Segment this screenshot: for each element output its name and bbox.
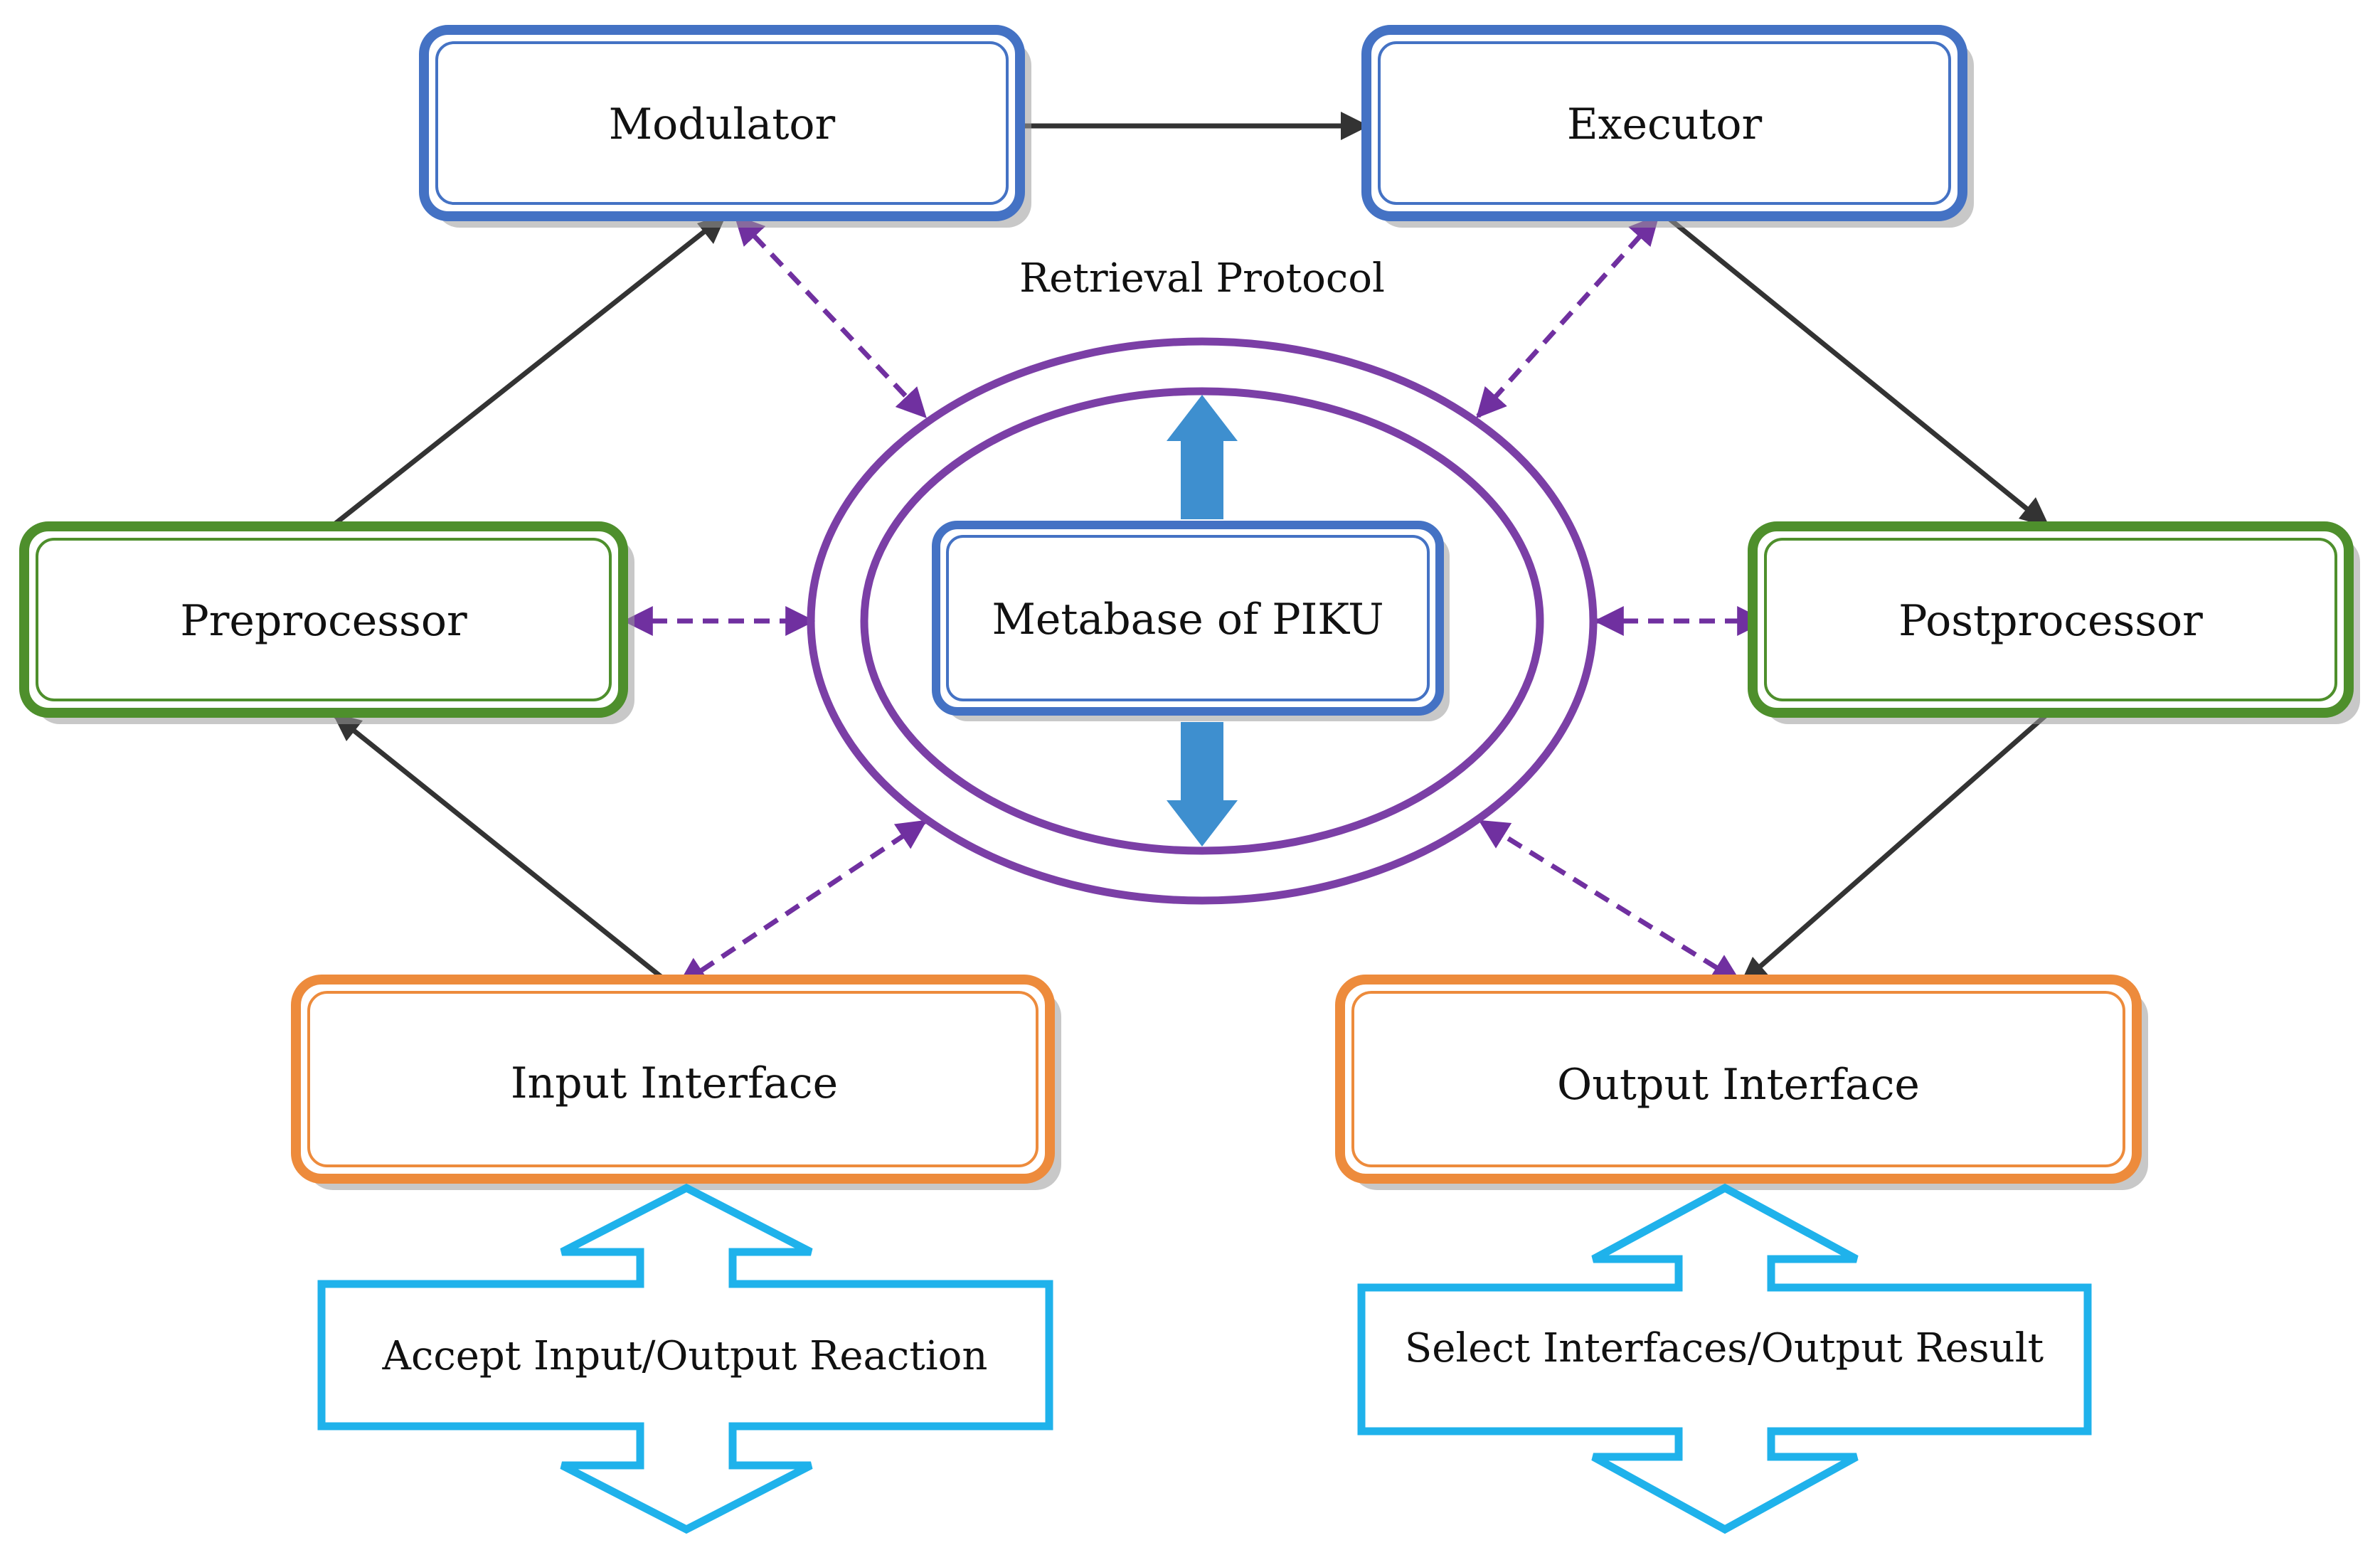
output-interface-label: Output Interface (1557, 1060, 1920, 1110)
arrow-executor-to-postprocessor (1662, 213, 2051, 529)
thick-arrow-down (1167, 722, 1238, 847)
postprocessor-label: Postprocessor (1898, 596, 2203, 646)
input-io-arrow: Accept Input/Output Reaction (317, 1183, 1053, 1534)
output-io-arrow: Select Interfaces/Output Result (1357, 1183, 2092, 1534)
modulator-box: Modulator (419, 25, 1031, 228)
input-interface-label: Input Interface (511, 1058, 838, 1108)
input-interface-box: Input Interface (291, 975, 1061, 1190)
thick-arrow-up (1167, 395, 1238, 519)
executor-box: Executor (1361, 25, 1974, 228)
metabase-rings (807, 337, 1598, 905)
arrow-input-to-preprocessor (332, 713, 676, 989)
dashed-modulator-metabase (734, 214, 927, 419)
input-io-arrow-label: Accept Input/Output Reaction (382, 1333, 988, 1379)
solid-flow-arrows (325, 123, 2054, 989)
dashed-input-metabase (676, 819, 928, 987)
executor-label: Executor (1567, 100, 1763, 149)
metabase-thick-arrows (1167, 395, 1238, 847)
modulator-label: Modulator (609, 100, 836, 149)
metabase-label: Metabase of PIKU (992, 595, 1383, 644)
retrieval-dashed-arrows (622, 214, 1768, 987)
preprocessor-label: Preprocessor (180, 596, 467, 646)
inner-ring (860, 387, 1544, 855)
arrow-preprocessor-to-modulator (325, 213, 728, 532)
arrow-postprocessor-to-output (1739, 708, 2054, 985)
metabase-box: Metabase of PIKU (932, 521, 1450, 721)
preprocessor-box: Preprocessor (19, 521, 634, 724)
output-interface-box: Output Interface (1335, 975, 2148, 1190)
dashed-executor-metabase (1476, 214, 1659, 419)
output-io-arrow-label: Select Interfaces/Output Result (1405, 1325, 2044, 1371)
postprocessor-box: Postprocessor (1748, 521, 2360, 724)
outer-ring (807, 337, 1598, 905)
dashed-output-metabase (1478, 819, 1742, 984)
retrieval-protocol-label: Retrieval Protocol (1019, 255, 1385, 302)
